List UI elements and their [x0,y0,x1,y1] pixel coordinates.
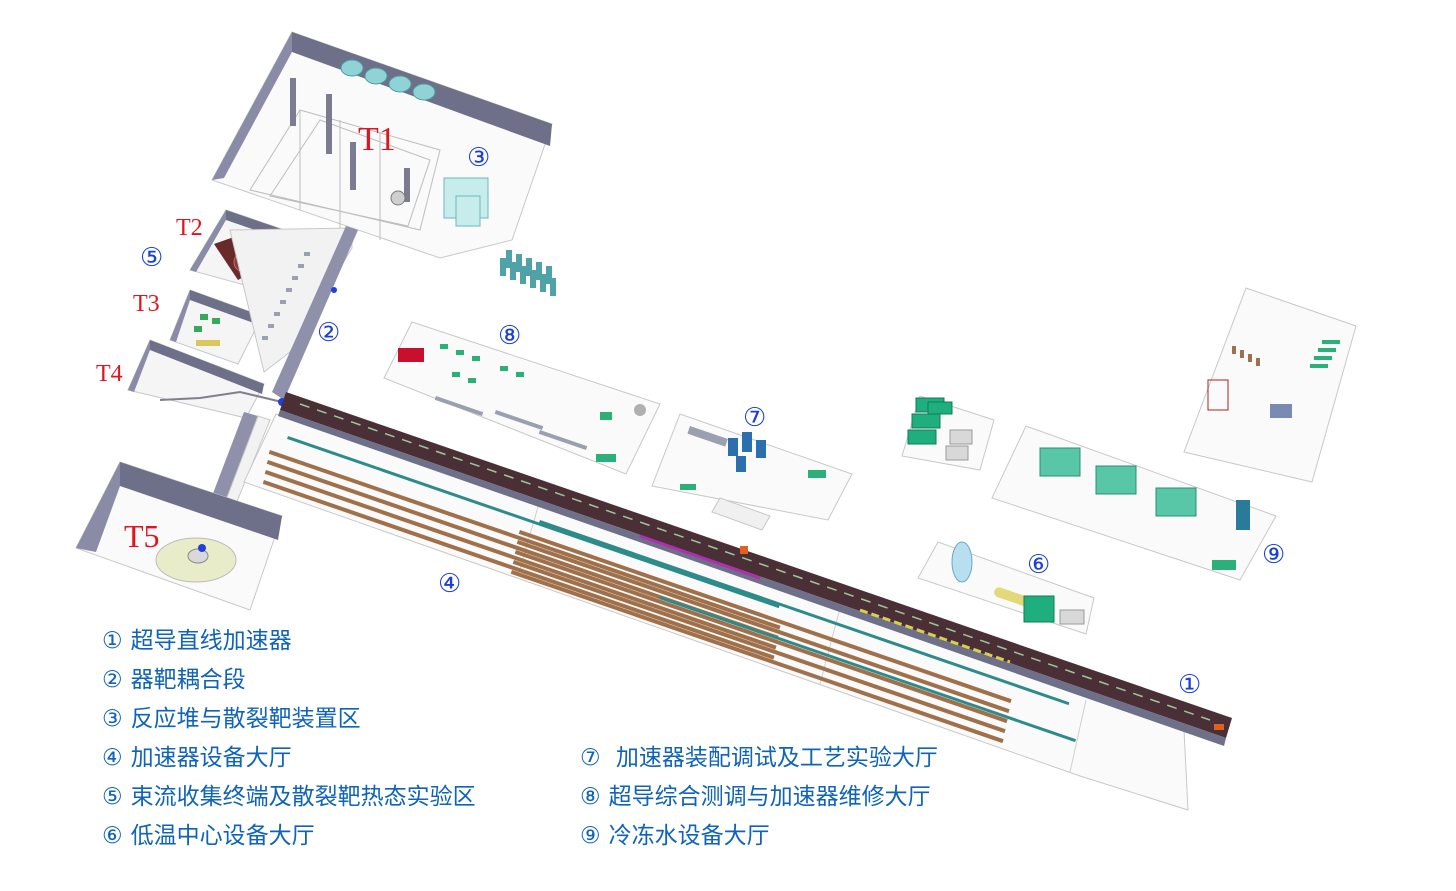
auxiliary-building [1183,287,1357,483]
zone-label-7: ⑦ [743,403,767,433]
reactor-hall-building [211,31,553,259]
legend-item-2: ② 器靶耦合段 [102,669,246,692]
green-chiller-stack [901,395,995,471]
legend-item-8: ⑧ 超导综合测调与加速器维修大厅 [580,786,931,809]
legend-number: ⑧ [580,784,601,810]
legend-item-1: ① 超导直线加速器 [102,630,292,653]
legend-text: 反应堆与散裂靶装置区 [130,706,361,732]
chilled-water-hall [991,425,1277,581]
legend-text: 超导直线加速器 [130,628,292,654]
legend-number: ⑨ [580,823,601,849]
legend-text: 器靶耦合段 [130,667,246,693]
legend-text: 冷冻水设备大厅 [608,823,770,849]
legend-item-9: ⑨ 冷冻水设备大厅 [580,825,770,848]
target-label-t3: T3 [133,291,160,317]
legend-text: 加速器装配调试及工艺实验大厅 [608,745,938,771]
legend-text: 低温中心设备大厅 [130,823,315,849]
target-label-t4: T4 [96,361,123,387]
legend-number: ② [102,667,123,693]
sc-test-maintenance-hall [383,321,661,475]
rf-module-rows [262,436,1077,744]
legend-text: 束流收集终端及散裂靶热态实验区 [130,784,476,810]
zone-label-1: ① [1178,670,1202,700]
zone-label-4: ④ [438,569,462,599]
zone-label-3: ③ [467,143,491,173]
legend-item-4: ④ 加速器设备大厅 [102,747,292,770]
cylinder-tank-group [500,250,556,296]
legend-number: ⑤ [102,784,123,810]
assembly-process-hall [651,413,853,531]
legend-text: 加速器设备大厅 [130,745,292,771]
beam-dump-building [127,209,358,419]
target-label-t2: T2 [176,215,203,241]
legend-text: 超导综合测调与加速器维修大厅 [608,784,931,810]
target-label-t5: T5 [124,518,160,554]
legend-item-3: ③ 反应堆与散裂靶装置区 [102,708,361,731]
zone-label-6: ⑥ [1027,550,1051,580]
target-label-t1: T1 [358,121,396,158]
legend-item-5: ⑤ 束流收集终端及散裂靶热态实验区 [102,786,476,809]
cryogenic-center-hall [917,541,1095,635]
legend-number: ④ [102,745,123,771]
t5-building [75,461,283,611]
legend-number: ⑦ [580,745,601,771]
linac-tunnel [278,392,1232,746]
legend-number: ⑥ [102,823,123,849]
legend-number: ① [102,628,123,654]
zone-label-2: ② [317,318,341,348]
zone-label-5: ⑤ [140,243,164,273]
zone-label-9: ⑨ [1262,540,1286,570]
legend-item-6: ⑥ 低温中心设备大厅 [102,825,315,848]
legend-item-7: ⑦ 加速器装配调试及工艺实验大厅 [580,747,938,770]
zone-label-8: ⑧ [498,321,522,351]
legend-number: ③ [102,706,123,732]
